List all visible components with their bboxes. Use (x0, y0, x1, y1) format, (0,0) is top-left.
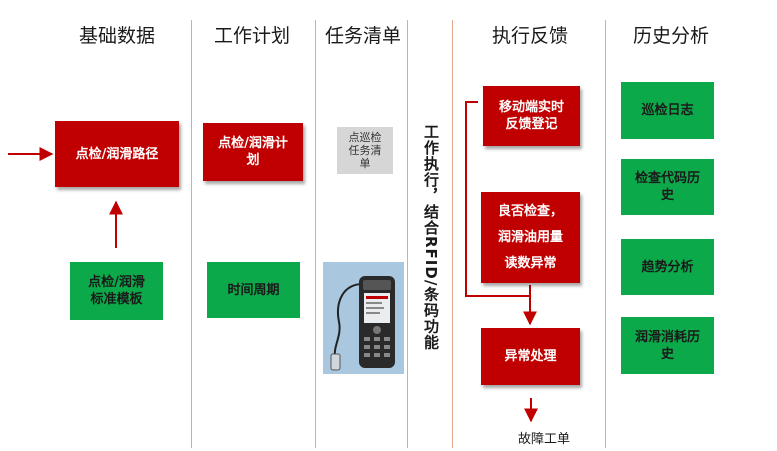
plan-box: 点检/润滑计 划 (203, 123, 303, 181)
mobile-feedback-box: 移动端实时 反馈登记 (483, 86, 580, 146)
time-cycle-box: 时间周期 (207, 262, 300, 318)
route-label: 点检/润滑路径 (75, 146, 159, 162)
standard-template-label: 点检/润滑 标准模板 (88, 275, 145, 307)
check-line-quality: 良否检查， (497, 203, 563, 219)
history-item-label: 润滑消耗历 史 (634, 329, 700, 362)
divider-3 (407, 20, 408, 448)
divider-4 (452, 20, 453, 448)
plan-label: 点检/润滑计 划 (218, 136, 288, 168)
history-item-inspection-log: 巡检日志 (621, 82, 714, 139)
check-line-abnormal: 读数异常 (504, 256, 557, 272)
divider-1 (191, 20, 192, 448)
task-list-box: 点巡检 任务清 单 (337, 127, 393, 174)
column-title-task-list: 任务清单 (324, 25, 401, 47)
column-title-history-analysis: 历史分析 (632, 25, 709, 47)
handheld-terminal-icon (323, 262, 404, 374)
divider-5 (605, 20, 606, 448)
column-title-execution-feedback: 执行反馈 (491, 25, 568, 47)
feedback-flow-line (465, 101, 530, 297)
route-box: 点检/润滑路径 (55, 121, 179, 187)
history-item-label: 检查代码历 史 (634, 171, 700, 203)
inspection-result-box: 良否检查， 润滑油用量 读数异常 (481, 192, 580, 283)
task-list-label: 点巡检 任务清 单 (348, 131, 382, 170)
history-item-label: 巡检日志 (641, 103, 694, 118)
column-title-work-plan: 工作计划 (213, 25, 290, 47)
column-title-basic-data: 基础数据 (78, 25, 155, 47)
history-item-label: 趋势分析 (641, 259, 694, 275)
mobile-feedback-label: 移动端实时 反馈登记 (498, 100, 564, 132)
check-line-lubricant: 润滑油用量 (497, 229, 563, 245)
execution-label: 工作执行，结合RFID/条码功能 (422, 124, 440, 351)
time-cycle-label: 时间周期 (227, 282, 280, 298)
history-item-check-code: 检查代码历 史 (621, 159, 714, 215)
work-order-label: 故障工单 (518, 432, 571, 447)
exception-handling-box: 异常处理 (481, 328, 580, 385)
standard-template-box: 点检/润滑 标准模板 (70, 262, 163, 320)
history-item-lubricant-consumption: 润滑消耗历 史 (621, 317, 714, 374)
history-item-trend-analysis: 趋势分析 (621, 239, 714, 295)
exception-handling-label: 异常处理 (504, 349, 557, 364)
divider-2 (315, 20, 316, 448)
